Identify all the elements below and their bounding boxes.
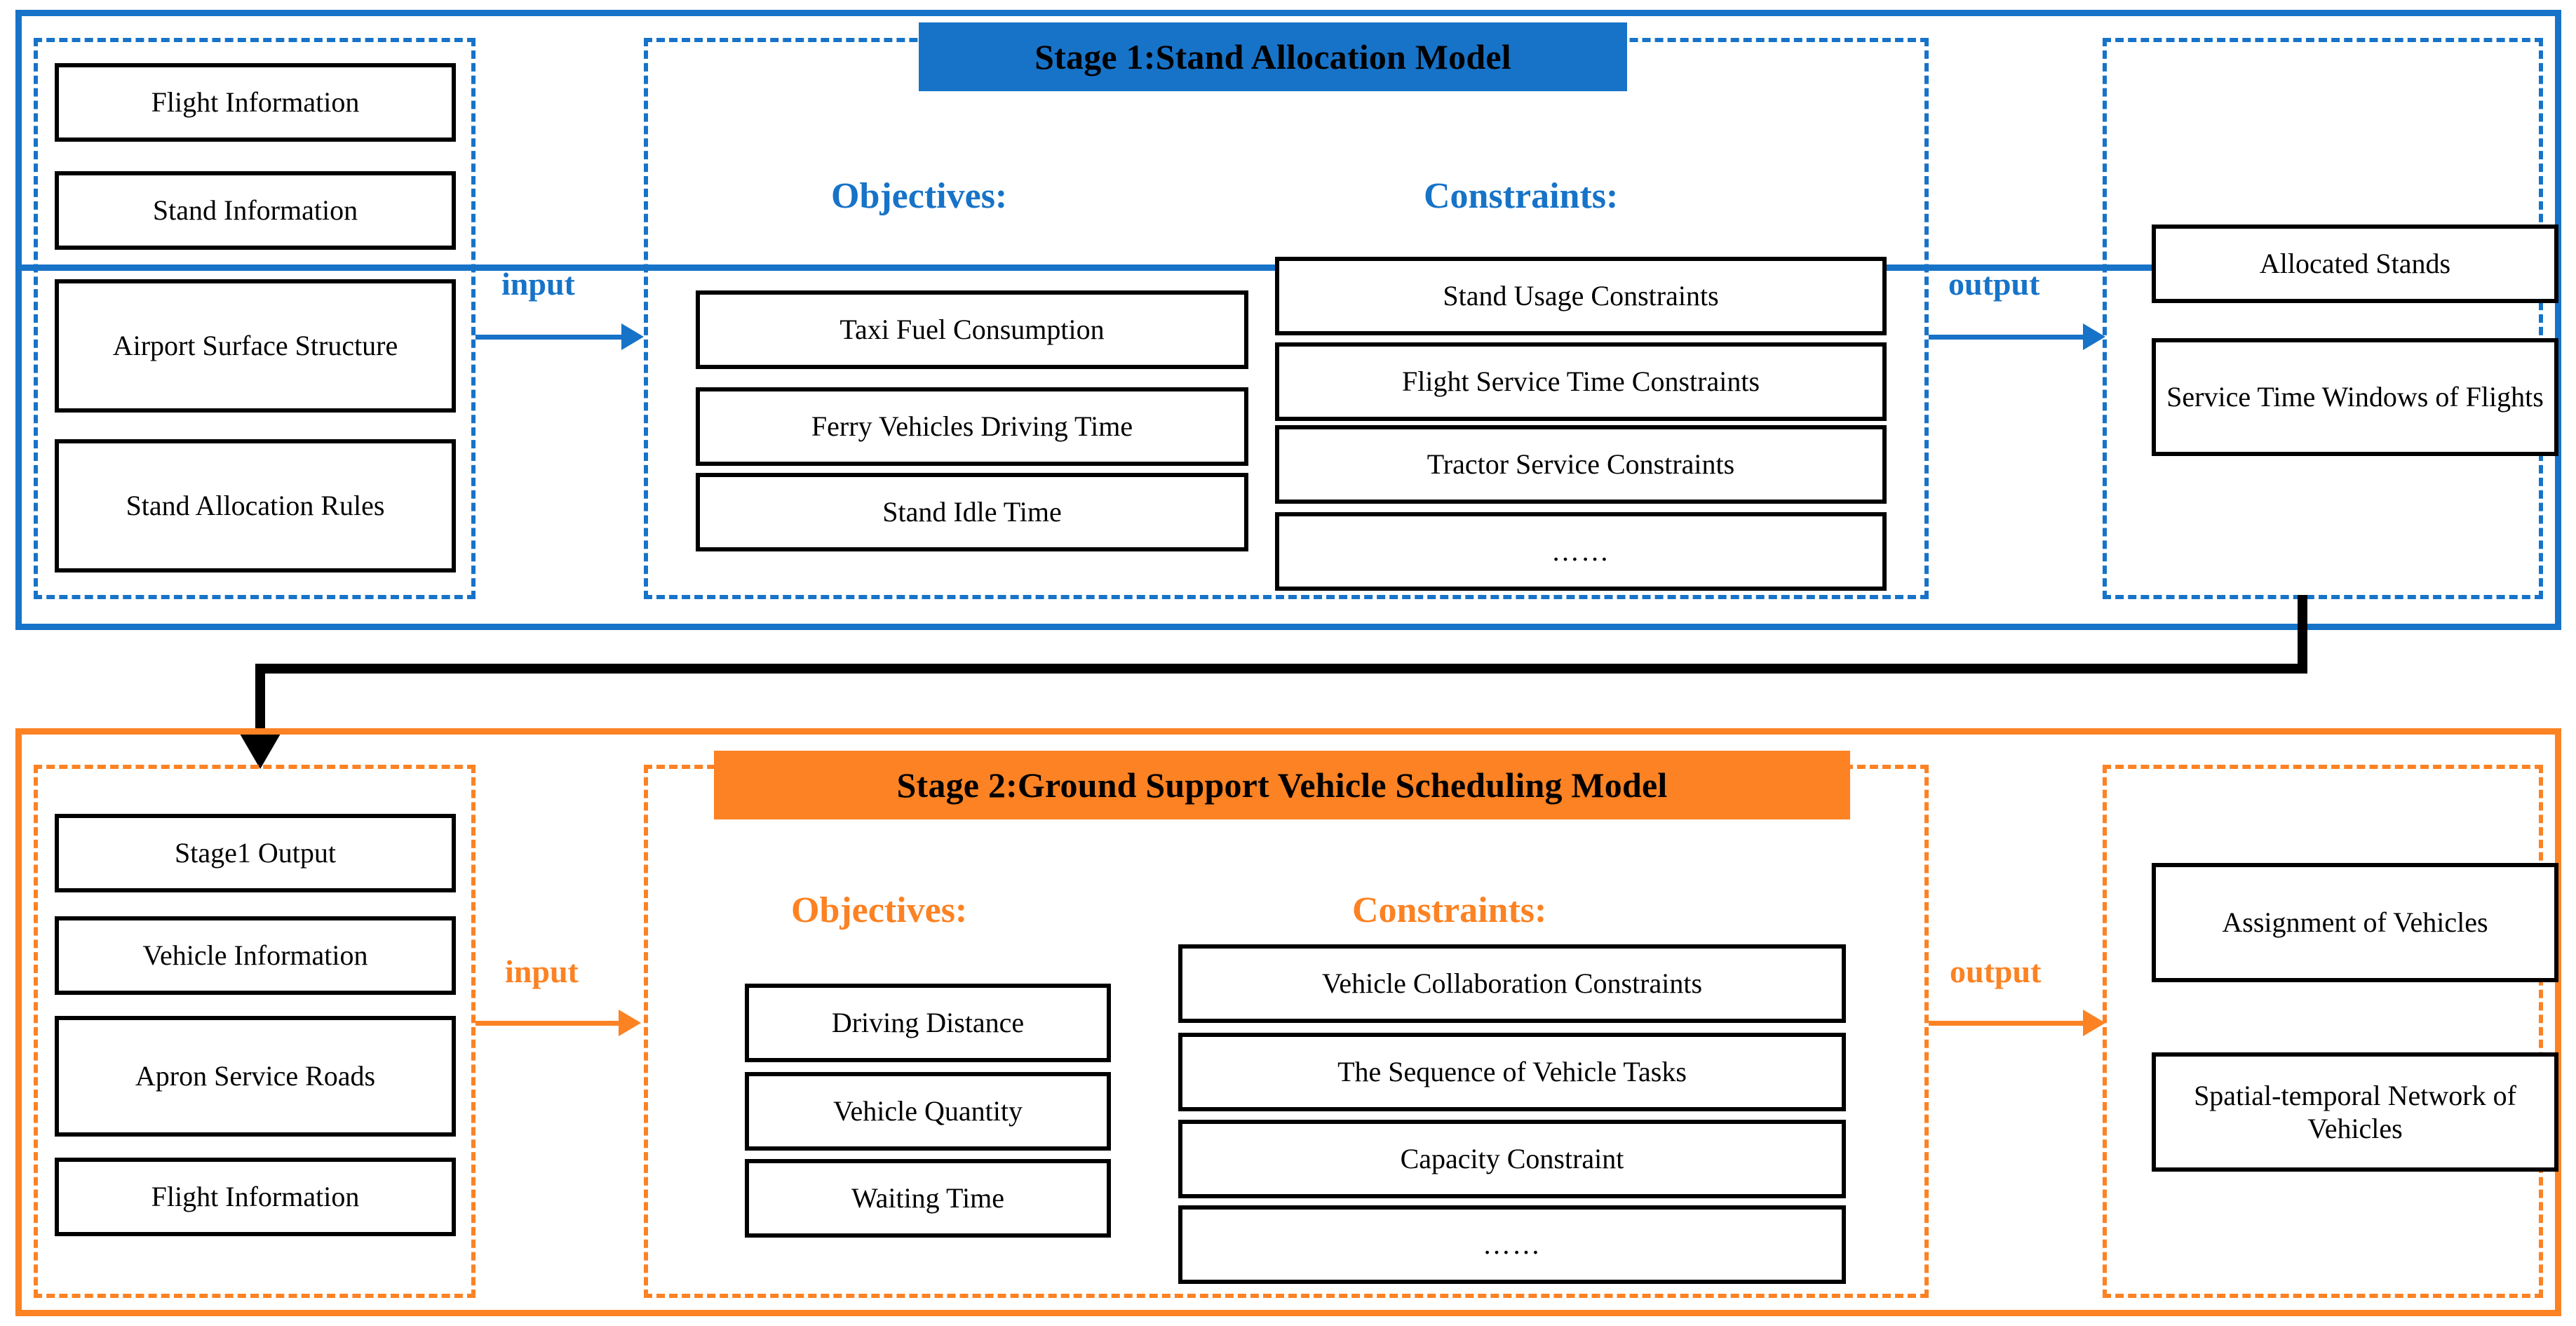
stage2-title-banner: Stage 2:Ground Support Vehicle Schedulin… — [714, 751, 1850, 819]
stage1-output-panel — [2103, 38, 2543, 599]
stage2-input-item-1: Vehicle Information — [55, 916, 456, 995]
connector-horizontal — [255, 664, 2307, 674]
stage2-constraint-item-0: Vehicle Collaboration Constraints — [1178, 944, 1846, 1023]
stage2-input-panel — [34, 765, 476, 1298]
stage1-input-item-0: Flight Information — [55, 63, 456, 142]
stage2-output-item-1: Spatial-temporal Network of Vehicles — [2152, 1052, 2558, 1172]
stage1-constraint-item-2: Tractor Service Constraints — [1275, 425, 1887, 504]
stage1-input-item-3: Stand Allocation Rules — [55, 439, 456, 572]
stage1-objectives-heading: Objectives: — [831, 176, 1008, 216]
stage1-constraints-heading: Constraints: — [1424, 176, 1619, 216]
stage2-objective-item-2: Waiting Time — [745, 1159, 1111, 1238]
stage1-title-banner: Stage 1:Stand Allocation Model — [919, 22, 1627, 91]
stage2-constraints-heading: Constraints: — [1352, 890, 1547, 930]
stage1-input-label: input — [501, 266, 575, 302]
connector-vertical-right — [2298, 595, 2307, 674]
stage1-output-label: output — [1948, 266, 2040, 302]
stage1-constraint-item-0: Stand Usage Constraints — [1275, 257, 1887, 335]
stage1-constraint-item-1: Flight Service Time Constraints — [1275, 342, 1887, 421]
stage2-output-label: output — [1950, 953, 2042, 989]
stage2-output-item-0: Assignment of Vehicles — [2152, 863, 2558, 982]
stage2-constraint-item-1: The Sequence of Vehicle Tasks — [1178, 1033, 1846, 1111]
stage2-outer-frame — [15, 728, 2561, 1316]
stage1-input-panel — [34, 38, 476, 599]
stage1-constraint-item-3: …… — [1275, 512, 1887, 591]
connector-vertical-left — [255, 664, 265, 741]
stage1-objective-item-0: Taxi Fuel Consumption — [696, 290, 1248, 369]
stage2-constraint-item-3: …… — [1178, 1205, 1846, 1284]
stage1-output-item-1: Service Time Windows of Flights — [2152, 338, 2558, 456]
stage1-objective-item-1: Ferry Vehicles Driving Time — [696, 387, 1248, 466]
stage2-input-item-3: Flight Information — [55, 1158, 456, 1236]
stage1-input-item-2: Airport Surface Structure — [55, 279, 456, 413]
stage2-output-panel — [2103, 765, 2543, 1298]
stage2-input-item-0: Stage1 Output — [55, 814, 456, 892]
stage2-constraint-item-2: Capacity Constraint — [1178, 1120, 1846, 1198]
connector-arrow-head — [240, 734, 281, 769]
stage2-input-label: input — [505, 953, 579, 989]
stage1-objective-item-2: Stand Idle Time — [696, 473, 1248, 551]
stage2-input-item-2: Apron Service Roads — [55, 1016, 456, 1137]
stage1-output-item-0: Allocated Stands — [2152, 225, 2558, 303]
stage1-outer-frame-body — [15, 10, 2561, 630]
stage2-objective-item-0: Driving Distance — [745, 984, 1111, 1062]
stage2-objectives-heading: Objectives: — [791, 890, 968, 930]
stage1-input-item-1: Stand Information — [55, 171, 456, 250]
stage2-objective-item-1: Vehicle Quantity — [745, 1072, 1111, 1151]
